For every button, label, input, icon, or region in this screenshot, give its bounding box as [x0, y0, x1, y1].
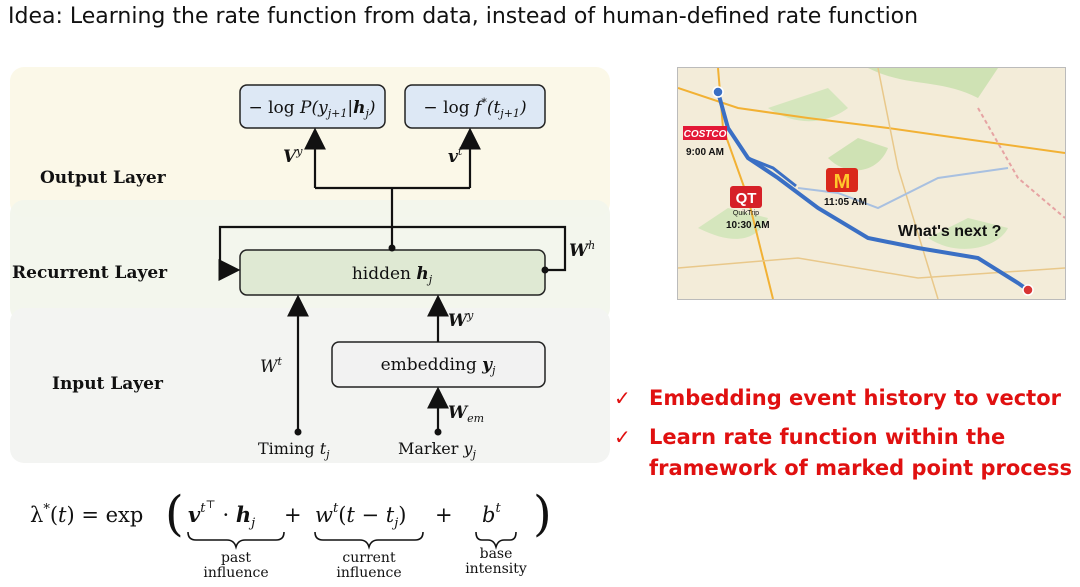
input-layer-label: Input Layer [52, 374, 164, 394]
svg-text:+: + [284, 503, 302, 527]
whats-next-label: What's next ? [898, 223, 1001, 240]
marker-input-label: Marker yj [398, 439, 477, 461]
brace3-label-1: base [480, 546, 513, 562]
loss-marker-text: − log P(yj+1|hj) [248, 98, 375, 120]
formula-close-paren: ) [533, 486, 552, 542]
costco-logo-text: COSTCO [684, 129, 727, 140]
brace2-label-1: current [342, 550, 396, 566]
recurrent-layer-label: Recurrent Layer [12, 263, 168, 283]
mcd-logo-text: M [834, 171, 851, 193]
brace1-label-2: influence [203, 565, 268, 581]
intensity-formula: λ*(t) = exp ( vt⊤ · hj + wt(t − tj) + bt… [30, 486, 552, 581]
qt-sub-text: QuikTrip [733, 210, 759, 217]
underbrace-2 [314, 531, 424, 550]
checkmark-icon: ✓ [614, 386, 631, 410]
costco-logo [683, 126, 727, 140]
mcd-time: 11:05 AM [824, 197, 867, 208]
brace2-label-2: influence [336, 565, 401, 581]
timing-input-label: Timing tj [258, 439, 330, 461]
rnn-diagram: Output Layer Recurrent Layer Input Layer… [10, 67, 610, 463]
hidden-text: hidden hj [352, 264, 433, 286]
slide-title: Idea: Learning the rate function from da… [8, 4, 919, 29]
weight-wt-label: Wt [260, 355, 282, 377]
svg-text:+: + [435, 503, 453, 527]
formula-term3: bt [482, 501, 501, 527]
qt-time: 10:30 AM [726, 220, 770, 231]
embedding-text: embedding yj [381, 355, 496, 377]
brace3-label-2: intensity [465, 561, 527, 577]
brace1-label-1: past [221, 550, 251, 566]
mcd-logo [826, 168, 858, 192]
bullet-text: Embedding event history to vector [649, 386, 1061, 410]
route-map: COSTCO 9:00 AM QT QuikTrip 10:30 AM M 11… [677, 67, 1066, 300]
output-layer-label: Output Layer [40, 168, 167, 188]
qt-logo-text: QT [736, 190, 757, 207]
qt-logo [730, 186, 762, 208]
formula-open-paren: ( [165, 486, 184, 542]
underbrace-3 [475, 531, 517, 550]
formula-term1: vt⊤ · hj [188, 498, 255, 531]
formula-term2: wt(t − tj) [315, 501, 406, 531]
underbrace-1 [187, 531, 285, 550]
bullet-list: ✓ Embedding event history to vector ✓ Le… [612, 383, 1078, 492]
formula-lhs: λ*(t) = exp [30, 502, 143, 527]
route-path [716, 91, 1030, 292]
costco-time: 9:00 AM [686, 147, 724, 158]
checkmark-icon: ✓ [614, 425, 631, 449]
bullet-item: ✓ Embedding event history to vector [612, 383, 1078, 414]
